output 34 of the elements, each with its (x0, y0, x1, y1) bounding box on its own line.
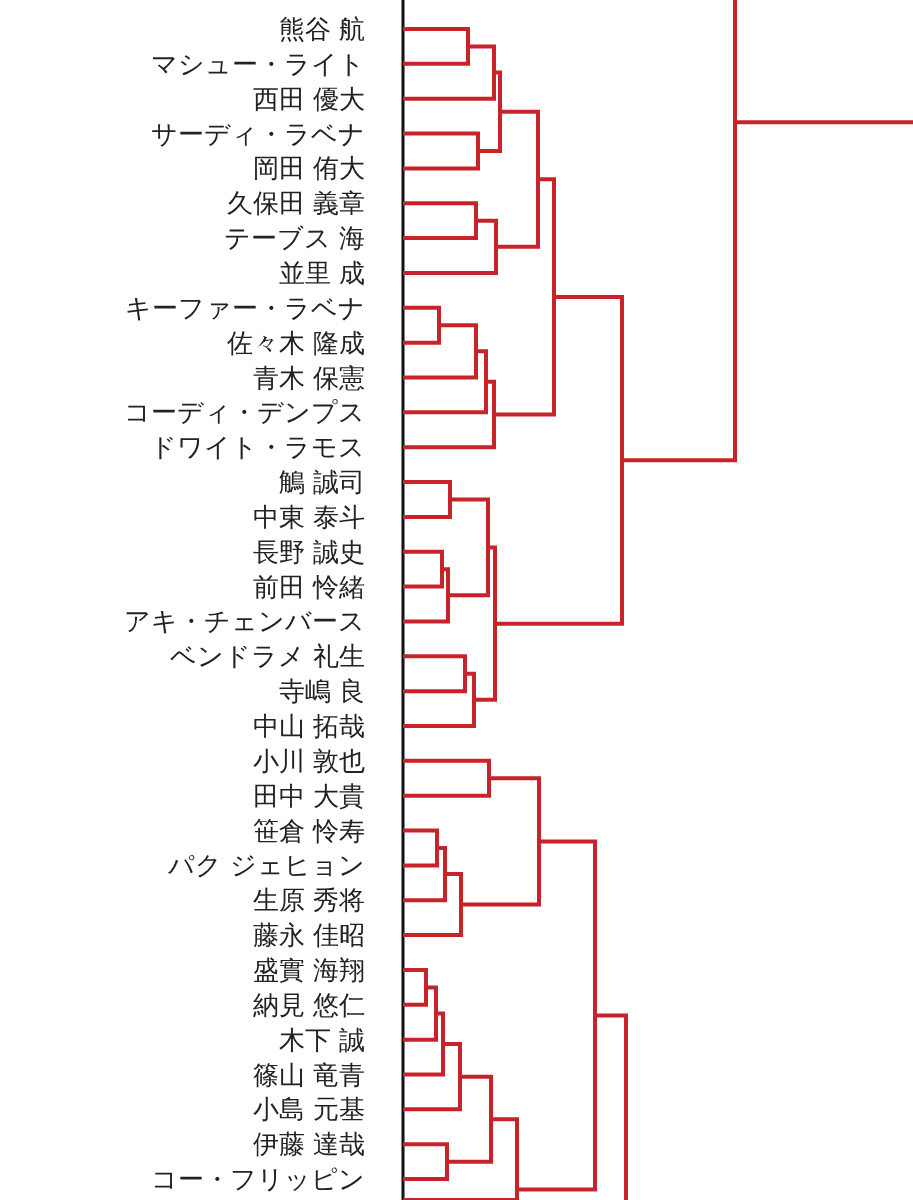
leaf-label: ベンドラメ 礼生 (169, 641, 365, 672)
leaf-label: 小島 元基 (252, 1094, 365, 1125)
leaf-label: 笹倉 怜寿 (252, 815, 365, 846)
leaf-label: 中東 泰斗 (252, 501, 365, 532)
leaf-label: マシュー・ライト (151, 48, 365, 79)
leaf-label: 寺嶋 良 (278, 676, 365, 707)
leaf-label: 盛實 海翔 (252, 954, 365, 985)
leaf-label: 藤永 佳昭 (252, 920, 365, 951)
leaf-label: 鵤 誠司 (278, 467, 365, 498)
leaf-label: ドワイト・ラモス (150, 432, 365, 463)
leaf-label: 小川 敦也 (252, 745, 365, 776)
leaf-label: 青木 保憲 (252, 362, 365, 393)
leaf-label: 生原 秀将 (252, 885, 365, 916)
leaf-label: 久保田 義章 (226, 188, 365, 219)
leaf-label: 木下 誠 (278, 1024, 365, 1055)
leaf-label: 並里 成 (278, 257, 365, 288)
leaf-label: 長野 誠史 (252, 536, 365, 567)
leaf-label: 納見 悠仁 (252, 989, 365, 1020)
leaf-label: 田中 大貴 (252, 780, 365, 811)
leaf-label: 伊藤 達哉 (252, 1129, 365, 1160)
leaf-label: テーブス 海 (223, 223, 365, 254)
leaf-label: 中山 拓哉 (252, 711, 365, 741)
leaf-label: 篠山 竜青 (252, 1059, 365, 1090)
leaf-label: パク ジェヒョン (167, 850, 365, 881)
leaf-label: 佐々木 隆成 (226, 327, 365, 358)
leaf-label: アキ・チェンバース (124, 606, 365, 637)
leaf-label: 熊谷 航 (278, 14, 365, 44)
leaf-label: 岡田 侑大 (252, 153, 365, 184)
leaf-label: コーディ・デンプス (124, 397, 365, 428)
leaf-label: サーディ・ラベナ (151, 118, 365, 149)
leaf-label: コー・フリッピン (151, 1164, 365, 1195)
leaf-label: キーファー・ラベナ (125, 292, 365, 323)
leaf-label: 西田 優大 (252, 83, 365, 114)
leaf-label: 前田 怜緒 (252, 571, 365, 602)
